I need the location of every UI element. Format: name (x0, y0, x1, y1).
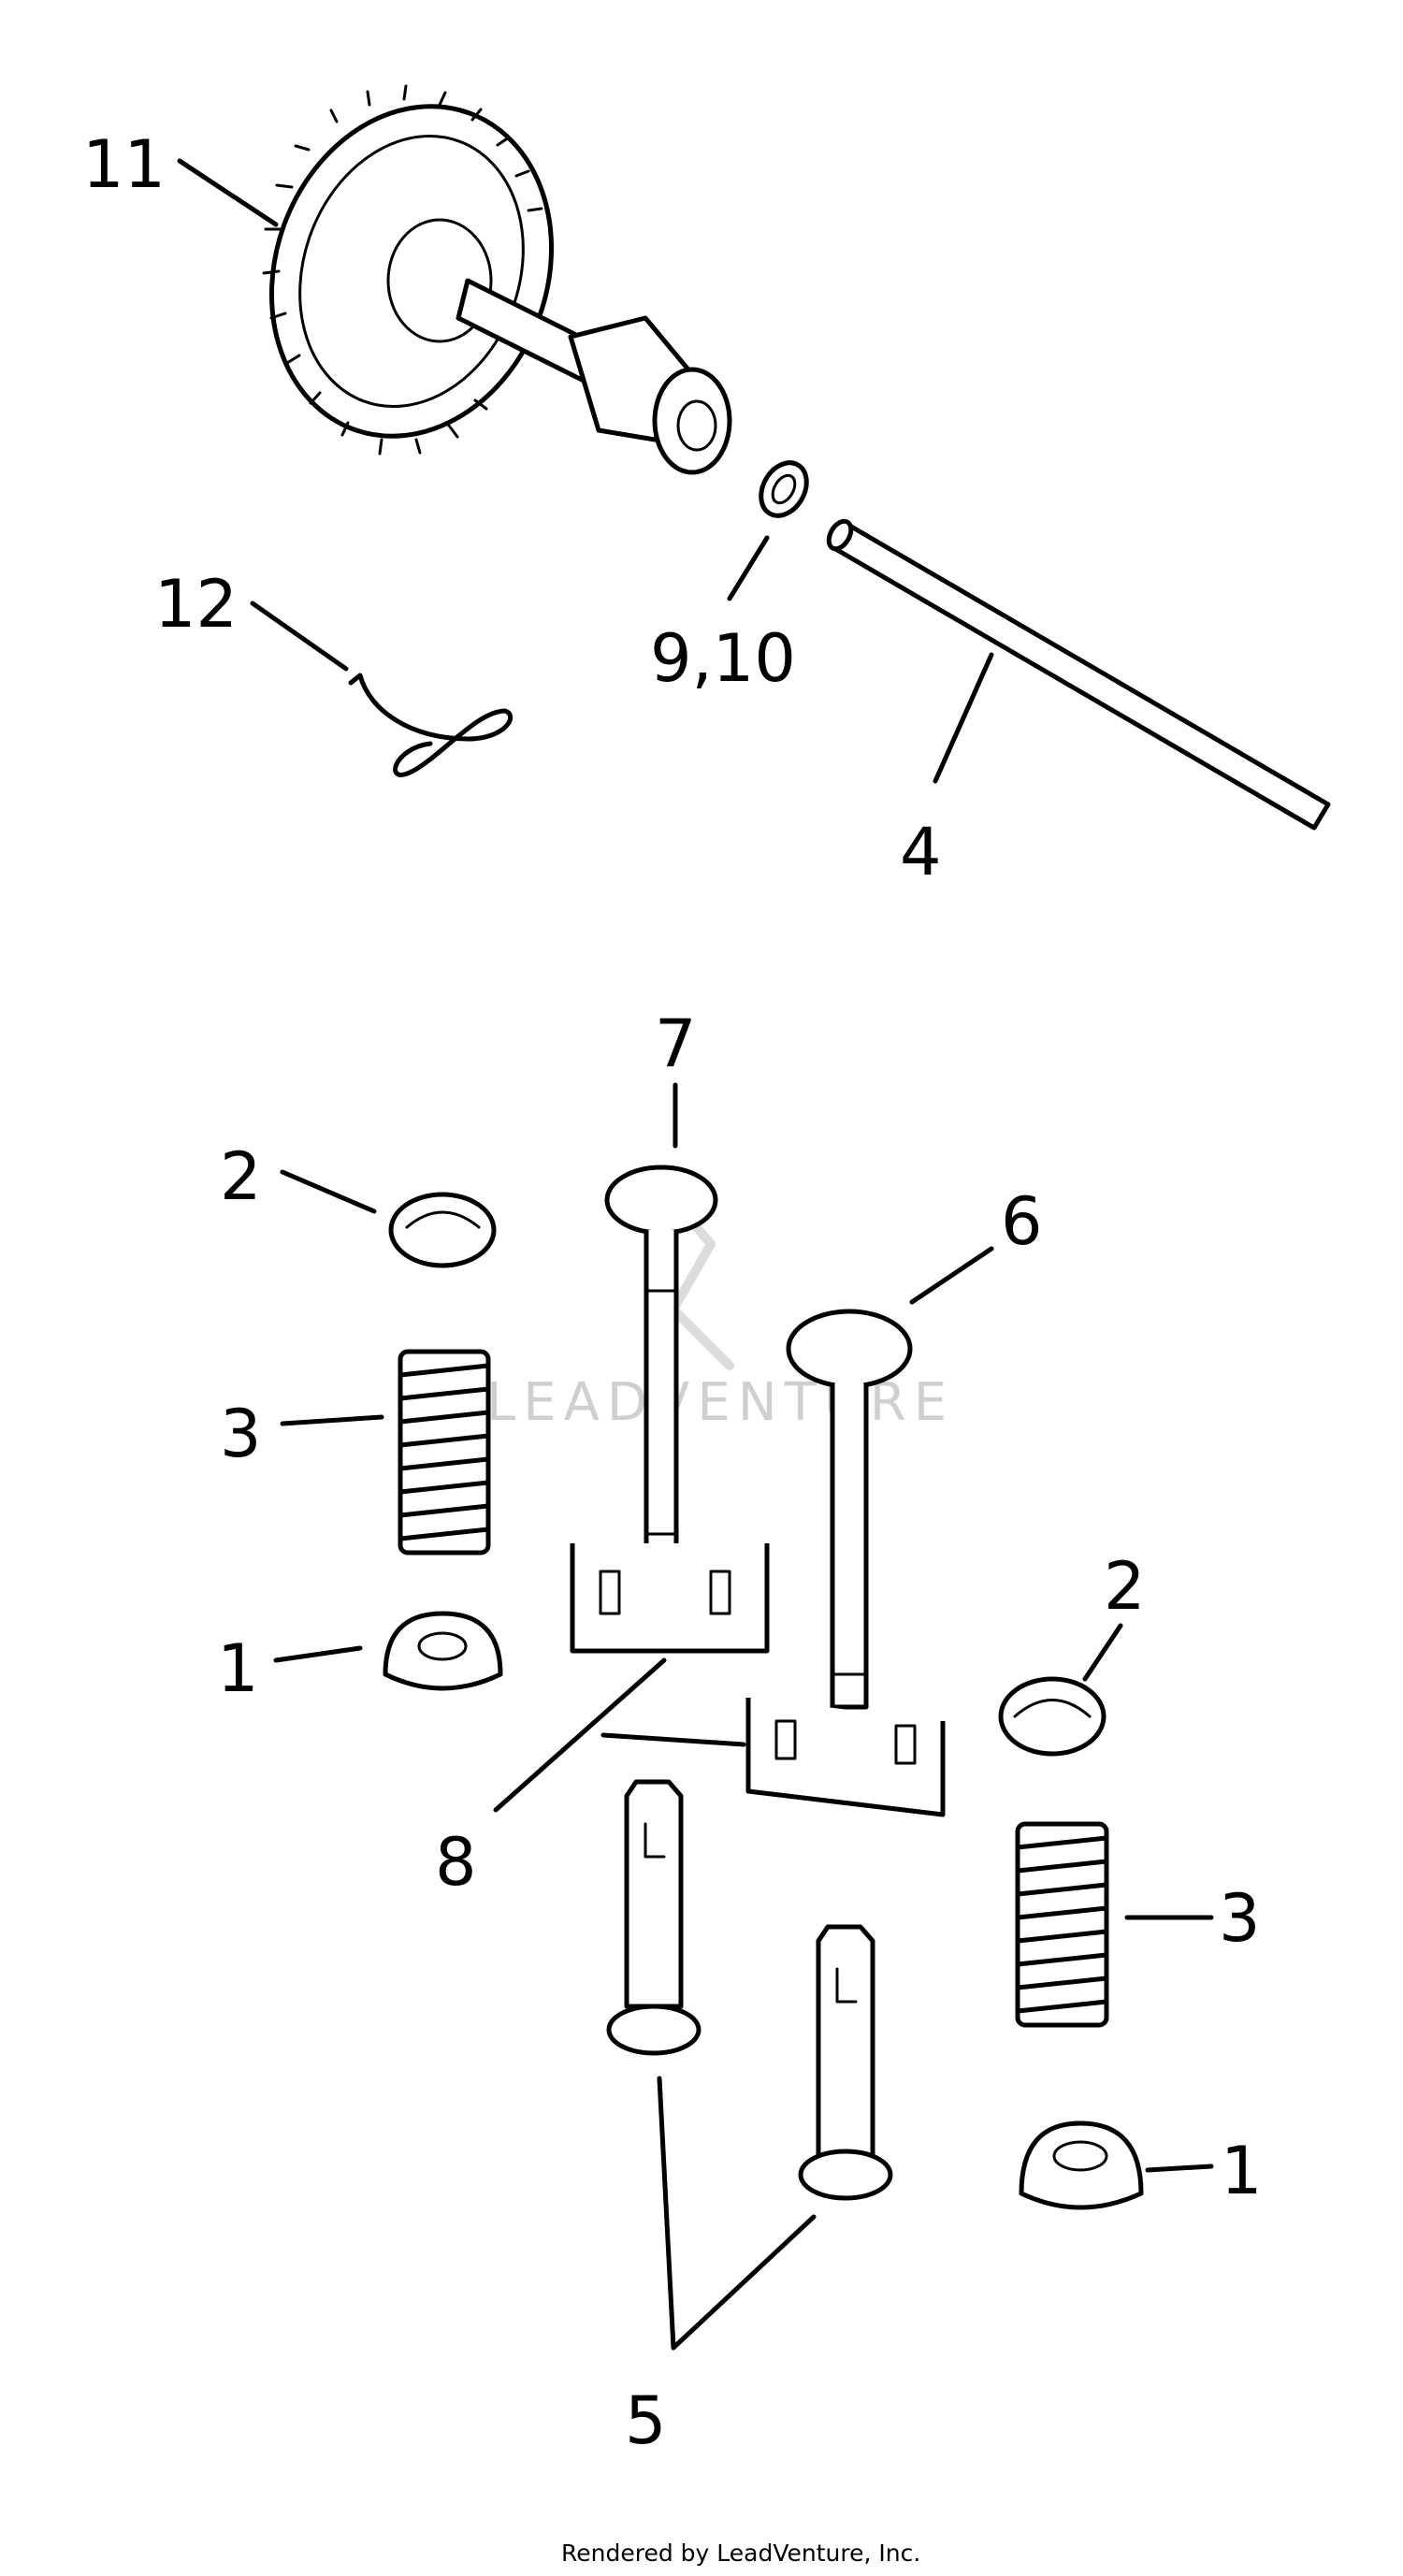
footer-credit: Rendered by LeadVenture, Inc. (561, 2540, 920, 2567)
callout-2-upper: 2 (220, 1138, 262, 1215)
part-wire-spring (348, 673, 513, 777)
callout-labels: 11 12 9,10 4 7 2 6 3 1 2 8 3 1 5 (82, 126, 1263, 2459)
part-valve-right (786, 1309, 913, 1710)
callout-7: 7 (655, 1006, 697, 1082)
part-keeper-left (570, 1543, 770, 1654)
callout-2-lower: 2 (1104, 1548, 1146, 1625)
callout-11: 11 (82, 126, 166, 203)
callout-1-lower: 1 (1221, 2133, 1263, 2209)
part-spring-lower (1015, 1821, 1109, 2028)
part-retainer-upper (388, 1192, 497, 1268)
callout-3-lower: 3 (1219, 1880, 1261, 1957)
part-valve-left (604, 1165, 718, 1556)
callout-3-upper: 3 (220, 1396, 262, 1472)
part-retainer-lower (998, 1676, 1106, 1757)
callout-5: 5 (625, 2382, 667, 2459)
watermark: LEADVENTURE (486, 1174, 947, 1433)
callout-8: 8 (435, 1824, 477, 1901)
part-keeper-right (745, 1698, 946, 1817)
callout-6: 6 (1001, 1183, 1043, 1260)
part-tappet-left (606, 1779, 702, 2056)
part-tappet-right (798, 1924, 893, 2201)
part-rod (826, 518, 1331, 831)
callout-9-10: 9,10 (650, 620, 796, 697)
part-seat-lower (1019, 2120, 1144, 2210)
part-washer (759, 460, 809, 518)
part-seat-upper (383, 1611, 503, 1691)
callout-4: 4 (900, 814, 942, 890)
part-cam-gear (262, 84, 732, 475)
part-spring-upper (398, 1349, 491, 1556)
leader-lines (177, 158, 1214, 2351)
callout-1-upper: 1 (217, 1630, 259, 1707)
callout-12: 12 (154, 566, 238, 643)
